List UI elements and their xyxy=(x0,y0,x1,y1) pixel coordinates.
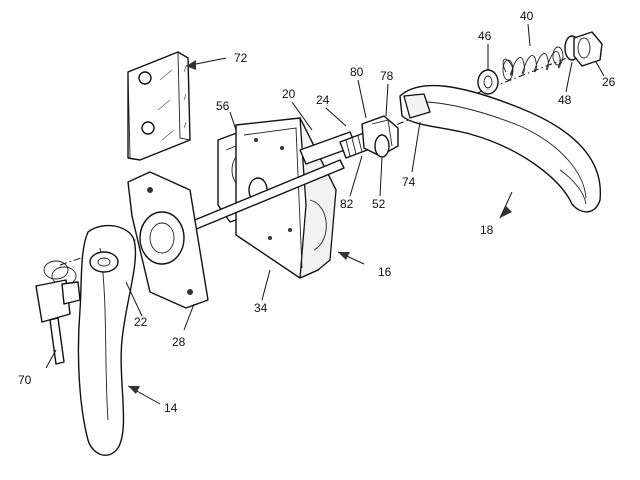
rosette-28 xyxy=(127,171,209,309)
label-78: 78 xyxy=(380,69,394,83)
label-24: 24 xyxy=(316,93,330,107)
reference-numerals: 72 40 46 26 48 80 78 20 24 56 74 82 52 1… xyxy=(18,9,616,415)
label-74: 74 xyxy=(402,175,416,189)
label-52: 52 xyxy=(372,197,386,211)
label-18: 18 xyxy=(480,223,494,237)
label-82: 82 xyxy=(340,197,354,211)
inner-handle-14 xyxy=(77,224,137,457)
label-40: 40 xyxy=(520,9,534,23)
washer-46 xyxy=(477,69,499,95)
label-26: 26 xyxy=(602,75,616,89)
arrowheads xyxy=(128,60,512,394)
bracket-plate-72 xyxy=(127,51,191,161)
label-46: 46 xyxy=(478,29,492,43)
leader-lines xyxy=(45,23,605,405)
label-72: 72 xyxy=(234,51,248,65)
label-80: 80 xyxy=(350,65,364,79)
spring-40 xyxy=(502,46,564,81)
cap-26 xyxy=(573,31,603,67)
label-22: 22 xyxy=(134,315,148,329)
outer-handle-18 xyxy=(399,84,602,213)
label-14: 14 xyxy=(164,401,178,415)
label-28: 28 xyxy=(172,335,186,349)
washer-52 xyxy=(374,134,390,158)
label-70: 70 xyxy=(18,373,32,387)
label-16: 16 xyxy=(378,265,392,279)
label-20: 20 xyxy=(282,87,296,101)
label-48: 48 xyxy=(558,93,572,107)
key-set-70 xyxy=(35,260,81,365)
label-56: 56 xyxy=(216,99,230,113)
label-34: 34 xyxy=(254,301,268,315)
